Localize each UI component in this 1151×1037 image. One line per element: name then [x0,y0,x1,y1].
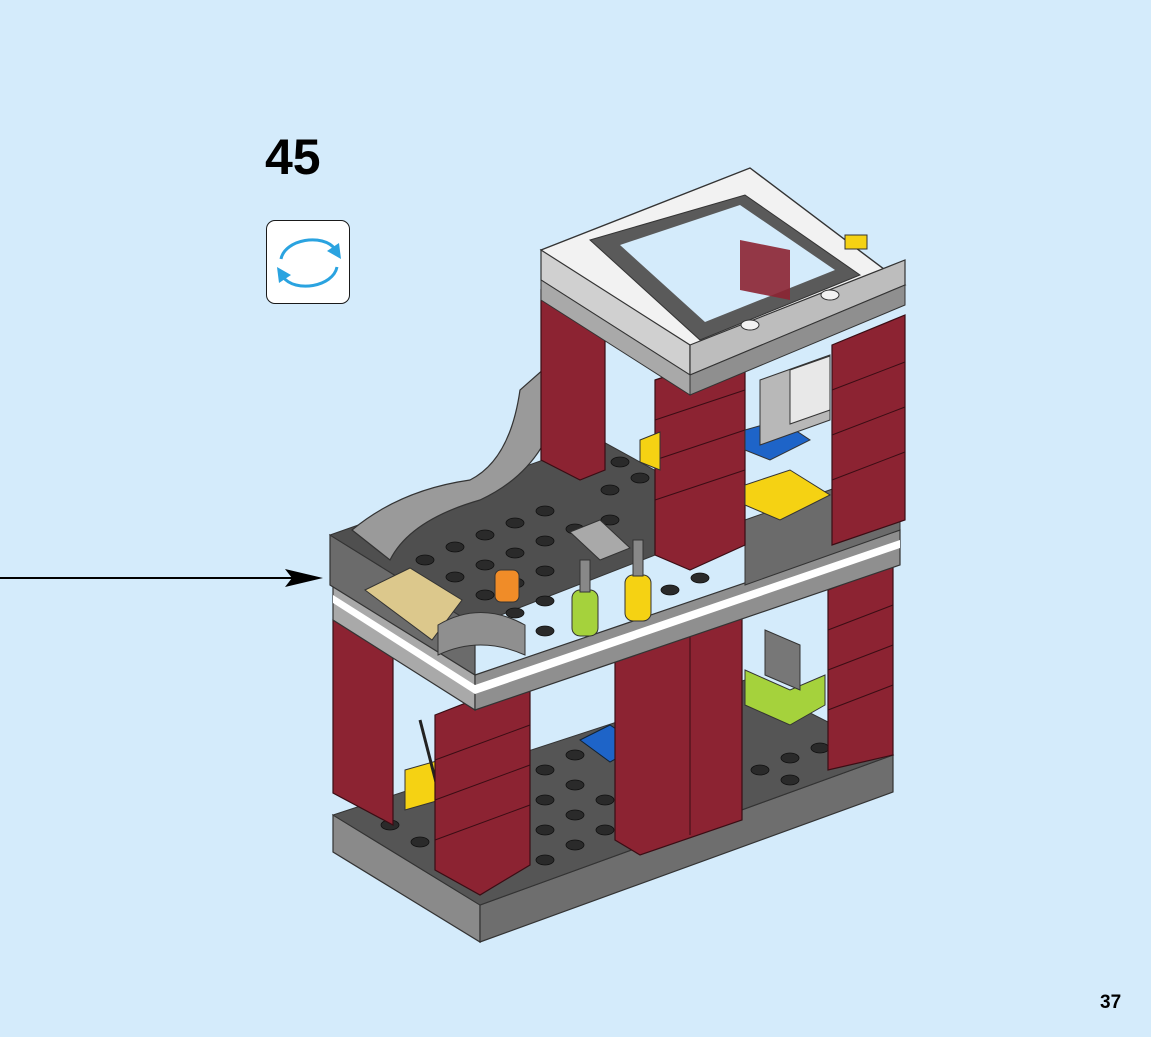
rotate-model-icon [277,238,341,288]
rotate-callout [266,220,350,304]
arrow-right-icon [0,569,323,587]
step-number: 45 [265,129,321,185]
page-number: 37 [1100,992,1122,1013]
